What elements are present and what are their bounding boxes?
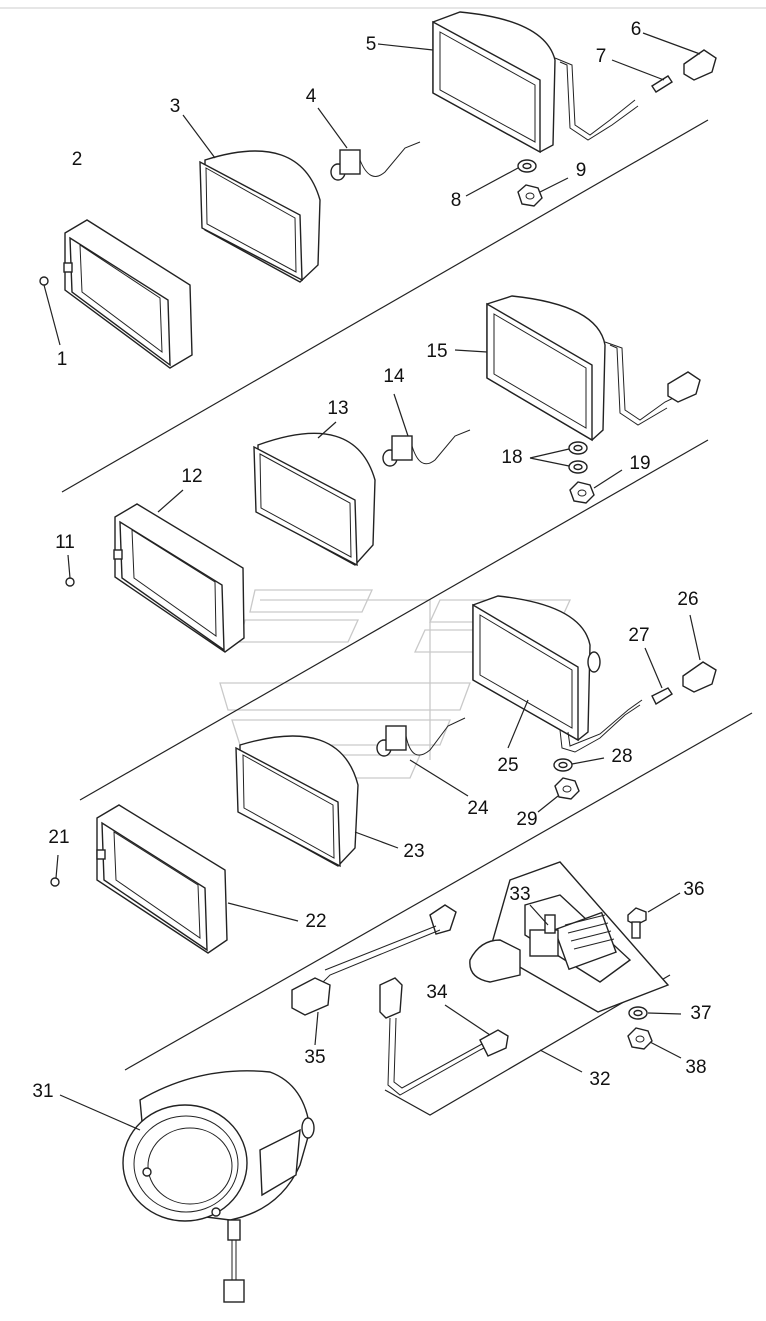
- label-7: 7: [596, 46, 607, 67]
- part-12-bezel: [113, 489, 245, 653]
- label-35: 35: [304, 1047, 325, 1068]
- leader-32: [539, 1049, 583, 1073]
- label-15: 15: [426, 341, 447, 362]
- part-18-washers: [529, 441, 588, 474]
- part-7-terminal: [611, 59, 673, 93]
- label-12: 12: [181, 466, 202, 487]
- part-15-lamp-housing: [454, 295, 701, 442]
- label-11: 11: [55, 532, 75, 553]
- part-38-nut: [627, 1027, 682, 1059]
- part-13-lens: [253, 421, 376, 567]
- label-38: 38: [685, 1057, 706, 1078]
- label-18: 18: [501, 447, 522, 468]
- part-28-washer: [553, 757, 605, 772]
- callout-labels: 1 2 3 4 5 6 7 8 9 11 12 13 14 15 18 19 2…: [32, 19, 711, 1102]
- part-35-harness: [291, 904, 457, 1046]
- part-25-lamp-housing: [472, 595, 643, 753]
- part-31-oval-lamp: [59, 1070, 315, 1303]
- part-9-nut: [517, 177, 569, 207]
- part-24-bulb: [376, 717, 469, 797]
- part-26-connector: [682, 614, 717, 693]
- label-14: 14: [383, 366, 405, 387]
- label-37: 37: [690, 1003, 711, 1024]
- label-28: 28: [611, 746, 632, 767]
- part-23-lens: [235, 735, 399, 868]
- part-8-washer: [465, 159, 537, 197]
- label-22: 22: [305, 911, 326, 932]
- part-21-screw: [50, 854, 60, 887]
- part-36-bolt: [627, 892, 681, 939]
- label-9: 9: [576, 160, 587, 181]
- section-lines: [61, 119, 753, 1116]
- label-4: 4: [306, 86, 317, 107]
- label-2: 2: [72, 149, 83, 170]
- label-6: 6: [631, 19, 642, 40]
- part-5-lamp-housing: [377, 11, 639, 154]
- label-27: 27: [628, 625, 649, 646]
- label-29: 29: [516, 809, 537, 830]
- part-11-screw: [65, 554, 75, 587]
- label-5: 5: [366, 34, 377, 55]
- label-21: 21: [48, 827, 69, 848]
- part-34-harness: [379, 977, 509, 1096]
- label-36: 36: [683, 879, 704, 900]
- label-26: 26: [677, 589, 698, 610]
- part-29-nut: [537, 777, 580, 813]
- part-4-bulb: [317, 107, 421, 181]
- label-24: 24: [467, 798, 489, 819]
- label-13: 13: [327, 398, 348, 419]
- label-8: 8: [451, 190, 462, 211]
- label-31: 31: [32, 1081, 53, 1102]
- part-3-lens: [182, 114, 321, 283]
- part-27-terminal: [644, 647, 673, 706]
- part-14-bulb: [382, 393, 471, 467]
- label-25: 25: [497, 755, 518, 776]
- label-33: 33: [509, 884, 530, 905]
- label-34: 34: [426, 982, 448, 1003]
- part-22-bezel: [96, 804, 299, 954]
- label-19: 19: [629, 453, 650, 474]
- part-1-screw: [39, 276, 61, 346]
- part-37-washer: [628, 1006, 682, 1020]
- part-19-nut: [569, 469, 623, 504]
- label-1: 1: [57, 349, 68, 370]
- part-6-connector: [642, 32, 717, 81]
- label-23: 23: [403, 841, 424, 862]
- part-33-control-module: [469, 861, 670, 1013]
- part-2-bezel: [63, 219, 193, 369]
- label-3: 3: [170, 96, 181, 117]
- label-32: 32: [589, 1069, 610, 1090]
